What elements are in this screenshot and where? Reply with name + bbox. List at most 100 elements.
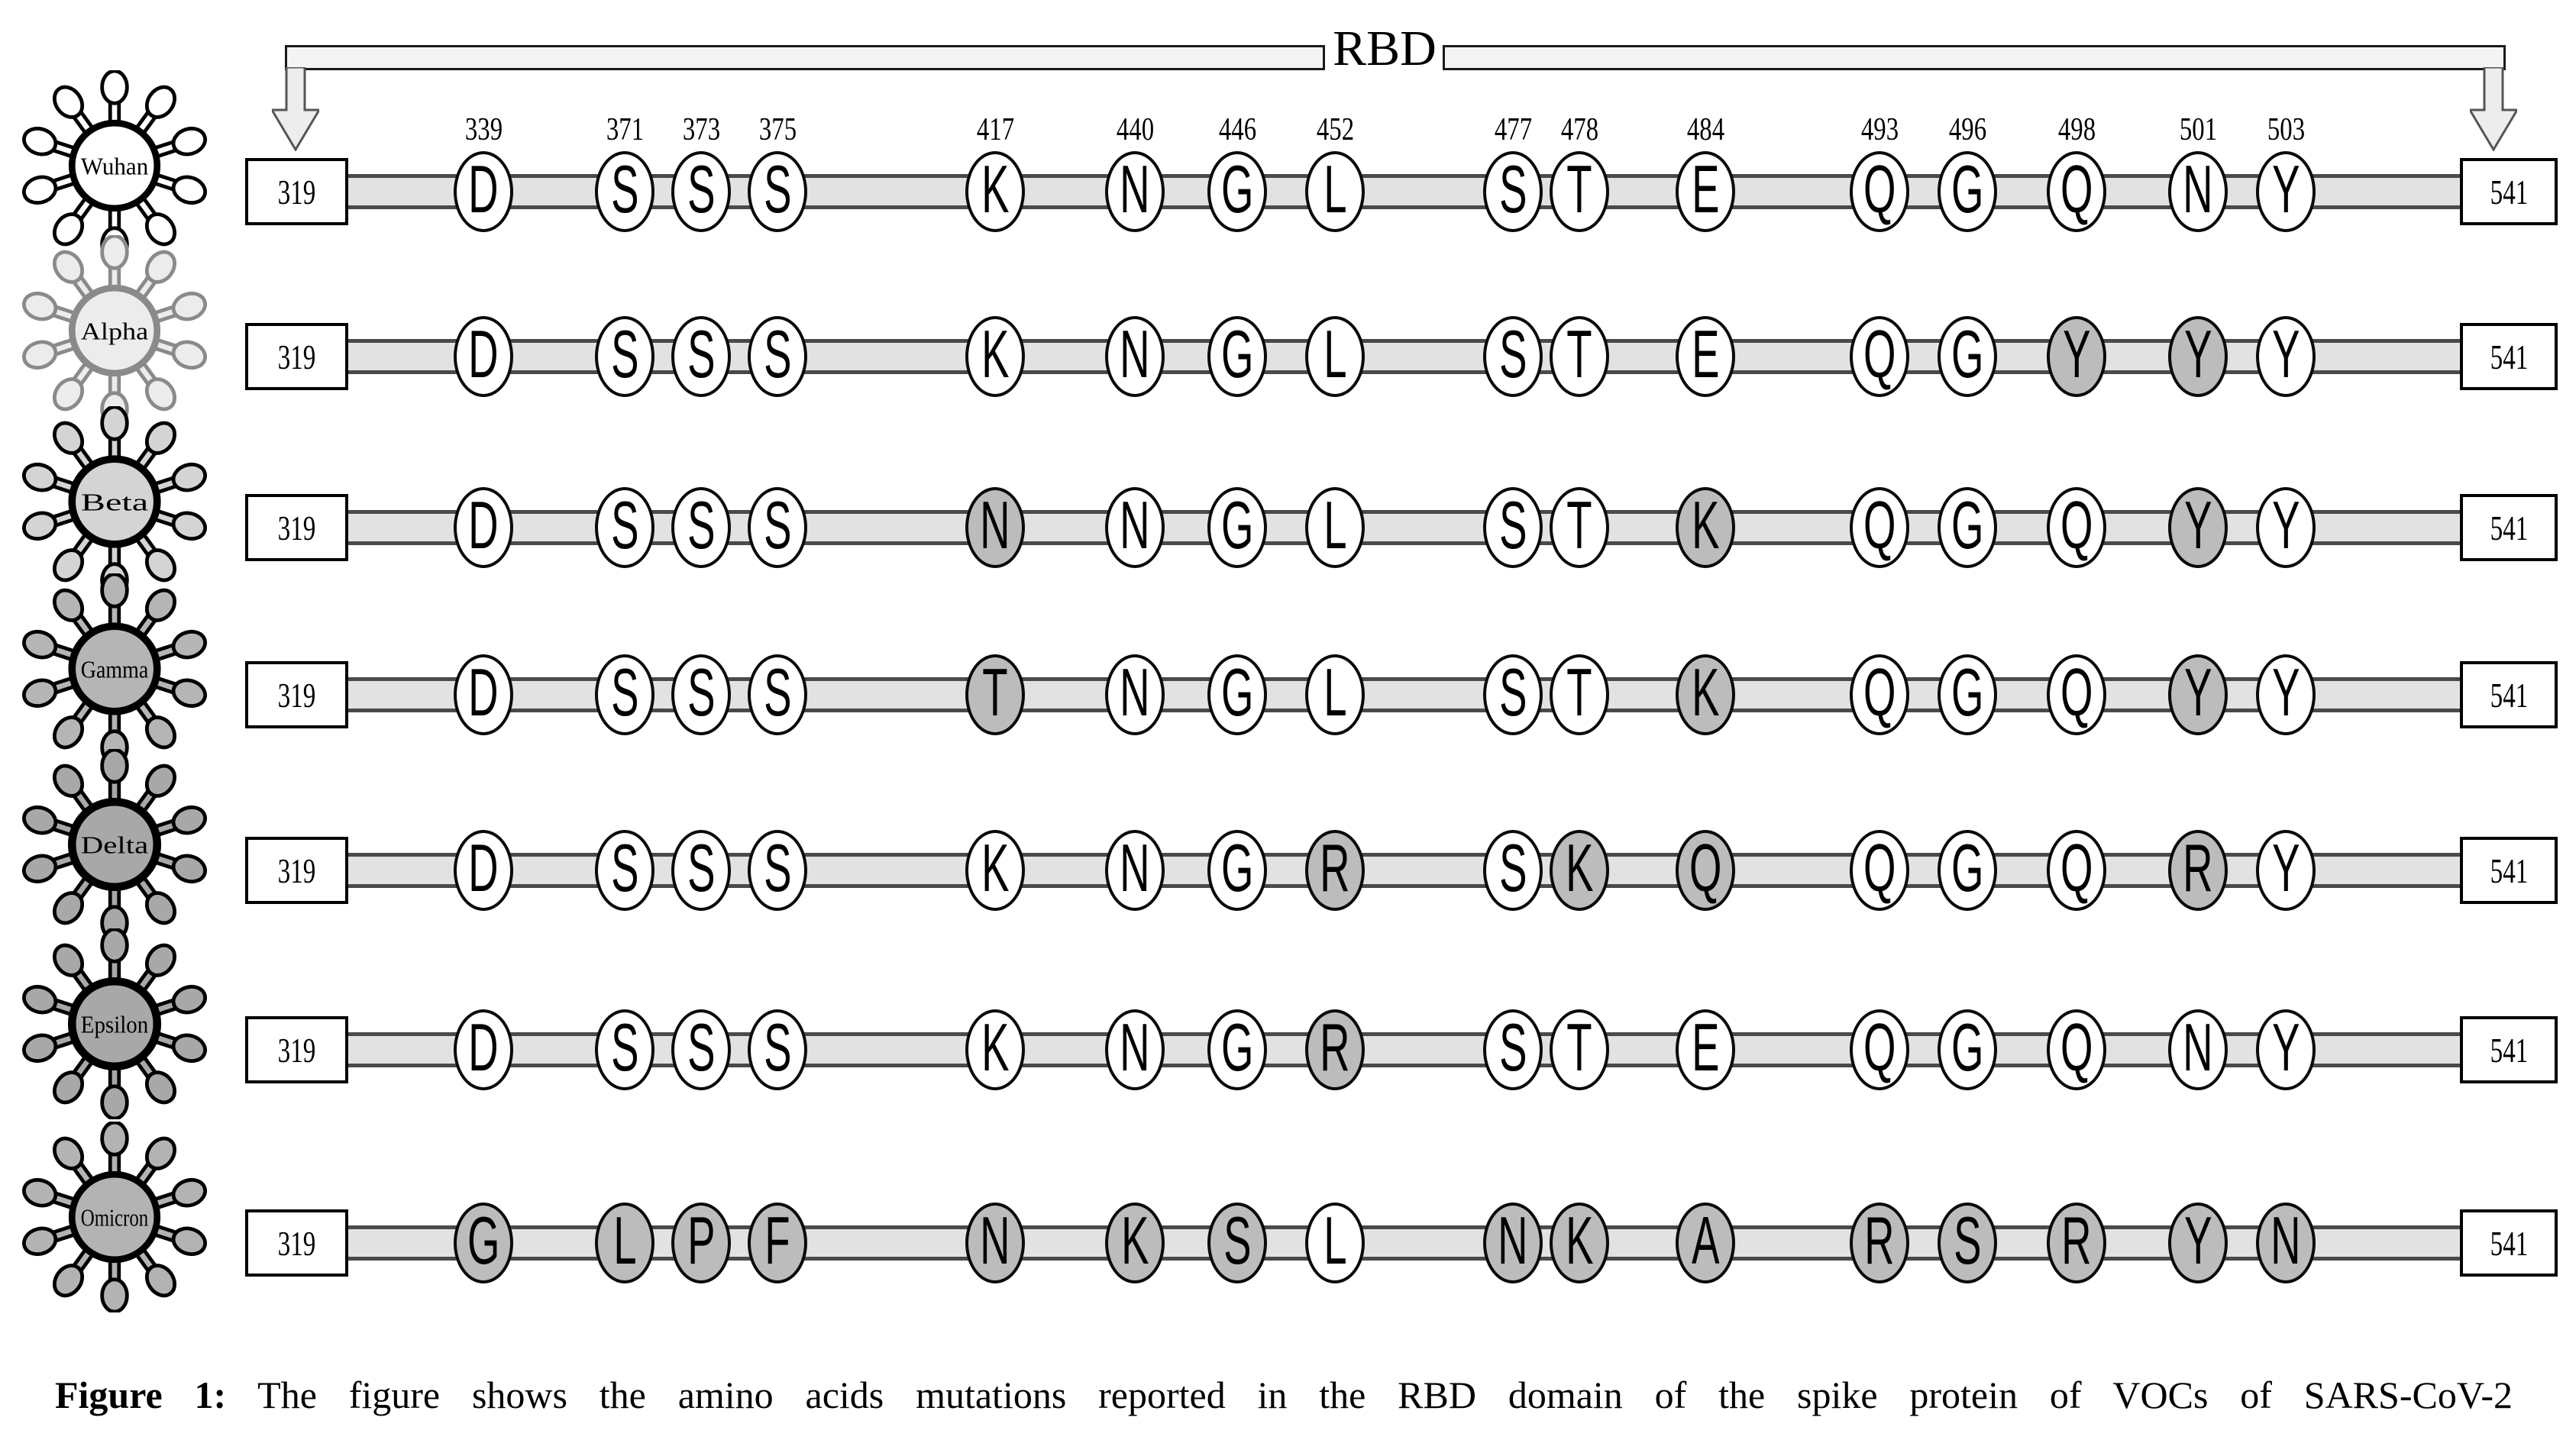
wildtype-residue-493: Q — [1850, 316, 1909, 397]
wildtype-residue-417: K — [965, 316, 1025, 397]
wildtype-residue-417: K — [965, 830, 1025, 911]
position-label-501: 501 — [2152, 111, 2244, 148]
residue-letter: K — [1565, 830, 1594, 906]
wildtype-residue-477: S — [1483, 1009, 1543, 1090]
start-terminus-box: 319 — [245, 661, 348, 728]
position-label-452: 452 — [1289, 111, 1381, 148]
wildtype-residue-484: E — [1676, 151, 1735, 232]
wildtype-residue-498: Q — [2047, 151, 2106, 232]
variant-name-label: Alpha — [81, 318, 148, 345]
residue-letter: L — [1323, 316, 1347, 392]
wildtype-residue-503: Y — [2256, 1009, 2316, 1090]
position-label-478: 478 — [1534, 111, 1625, 148]
wildtype-residue-339: D — [454, 1009, 513, 1090]
residue-letter: K — [981, 151, 1010, 227]
wildtype-residue-493: Q — [1850, 151, 1909, 232]
residue-letter: R — [1320, 830, 1350, 906]
end-terminus-box: 541 — [2460, 1016, 2558, 1083]
mutated-residue-501: Y — [2168, 1203, 2228, 1283]
wildtype-residue-503: Y — [2256, 830, 2316, 911]
wildtype-residue-440: N — [1105, 487, 1165, 568]
wildtype-residue-503: Y — [2256, 487, 2316, 568]
residue-letter: Q — [1863, 830, 1896, 906]
rbd-domain-bar — [348, 677, 2460, 712]
position-label-text: 478 — [1560, 112, 1598, 147]
position-label-text: 498 — [2057, 112, 2096, 147]
residue-letter: N — [1120, 1009, 1150, 1085]
residue-letter: L — [1323, 487, 1347, 563]
residue-letter: G — [1220, 487, 1254, 563]
rbd-end-arrow-icon — [2470, 67, 2517, 151]
residue-letter: S — [1498, 830, 1527, 906]
rbd-bracket-right — [1443, 45, 2506, 70]
residue-letter: T — [1566, 316, 1592, 392]
residue-letter: L — [1323, 654, 1347, 730]
position-label-text: 417 — [976, 112, 1014, 147]
position-label-503: 503 — [2240, 111, 2332, 148]
mutated-residue-484: A — [1676, 1203, 1735, 1283]
position-label-text: 501 — [2179, 112, 2217, 147]
mutated-residue-375: F — [748, 1203, 807, 1283]
wildtype-residue-440: N — [1105, 316, 1165, 397]
end-terminus-box: 541 — [2460, 494, 2558, 561]
mutated-residue-498: Y — [2047, 316, 2106, 397]
wildtype-residue-503: Y — [2256, 654, 2316, 735]
position-label-417: 417 — [949, 111, 1041, 148]
residue-letter: Q — [1863, 151, 1896, 227]
wildtype-residue-373: S — [671, 830, 731, 911]
residue-letter: S — [763, 654, 792, 730]
residue-letter: T — [1566, 151, 1592, 227]
residue-letter: R — [2061, 1203, 2092, 1278]
residue-letter: S — [687, 151, 716, 227]
residue-letter: Q — [1863, 654, 1896, 730]
position-label-text: 440 — [1116, 112, 1154, 147]
position-label-373: 373 — [655, 111, 747, 148]
residue-letter: L — [1323, 1203, 1347, 1278]
residue-letter: Y — [2183, 1203, 2212, 1278]
wildtype-residue-498: Q — [2047, 1009, 2106, 1090]
residue-letter: Y — [2183, 654, 2212, 730]
mutated-residue-446: S — [1207, 1203, 1267, 1283]
wildtype-residue-493: Q — [1850, 830, 1909, 911]
wildtype-residue-339: D — [454, 830, 513, 911]
rbd-start-arrow-icon — [272, 67, 319, 151]
wildtype-residue-375: S — [748, 487, 807, 568]
start-terminus-label: 319 — [277, 675, 316, 715]
residue-letter: G — [1951, 654, 1984, 730]
residue-letter: R — [1864, 1203, 1895, 1278]
end-terminus-label: 541 — [2490, 337, 2528, 376]
wildtype-residue-446: G — [1207, 487, 1267, 568]
residue-letter: S — [687, 316, 716, 392]
mutated-residue-417: N — [965, 487, 1025, 568]
position-label-text: 446 — [1218, 112, 1256, 147]
wildtype-residue-484: E — [1676, 1009, 1735, 1090]
start-terminus-box: 319 — [245, 837, 348, 904]
virus-icon-epsilon: Epsilon — [22, 928, 207, 1119]
wildtype-residue-452: L — [1305, 487, 1365, 568]
residue-letter: Y — [2271, 654, 2300, 730]
wildtype-residue-501: N — [2168, 151, 2228, 232]
residue-letter: Y — [2271, 316, 2300, 392]
residue-letter: D — [468, 151, 499, 227]
start-terminus-label: 319 — [277, 1223, 316, 1263]
residue-letter: Y — [2271, 151, 2300, 227]
variant-name-label: Epsilon — [81, 1012, 149, 1038]
position-label-446: 446 — [1191, 111, 1283, 148]
start-terminus-label: 319 — [277, 851, 316, 890]
start-terminus-box: 319 — [245, 323, 348, 390]
wildtype-residue-373: S — [671, 151, 731, 232]
wildtype-residue-452: L — [1305, 151, 1365, 232]
mutated-residue-417: T — [965, 654, 1025, 735]
residue-letter: N — [1120, 654, 1150, 730]
residue-letter: Y — [2062, 316, 2091, 392]
wildtype-residue-446: G — [1207, 151, 1267, 232]
residue-letter: P — [687, 1203, 716, 1278]
end-terminus-label: 541 — [2490, 851, 2528, 890]
residue-letter: K — [1120, 1203, 1149, 1278]
variant-name-label: Wuhan — [81, 153, 149, 180]
wildtype-residue-375: S — [748, 654, 807, 735]
wildtype-residue-440: N — [1105, 1009, 1165, 1090]
end-terminus-box: 541 — [2460, 661, 2558, 728]
wildtype-residue-417: K — [965, 1009, 1025, 1090]
mutated-residue-417: N — [965, 1203, 1025, 1283]
